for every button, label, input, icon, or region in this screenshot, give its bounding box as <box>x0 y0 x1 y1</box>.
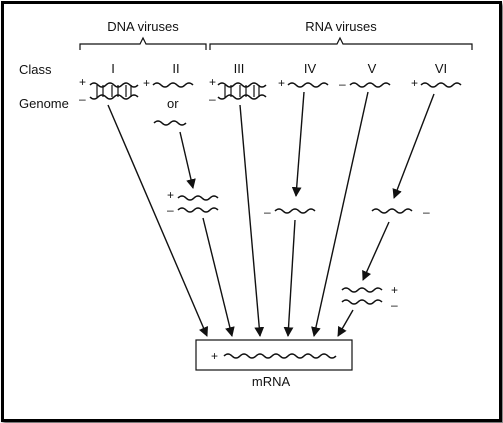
mrna-label: mRNA <box>252 374 291 389</box>
svg-text:–: – <box>79 92 86 106</box>
class-VI-plus-ssrna-genome: + <box>411 76 462 90</box>
svg-text:–: – <box>264 205 271 219</box>
arrow-class-IV-minus-to-mrna <box>283 219 296 337</box>
class-III-dsrna-genome: + – <box>209 75 267 106</box>
class-V-minus-ssrna-genome: – <box>339 77 391 91</box>
class-IV-label: IV <box>304 61 317 76</box>
class-row-label: Class <box>19 62 52 77</box>
genome-row-label: Genome <box>19 96 69 111</box>
class-III-label: III <box>234 61 245 76</box>
arrow-class-VI-ds-to-mrna <box>337 309 354 337</box>
class-I-label: I <box>111 61 115 76</box>
arrow-class-VI-to-minus <box>392 93 435 199</box>
svg-text:–: – <box>167 203 174 217</box>
class-II-ssdna-genome: + or <box>143 76 194 126</box>
class-II-label: II <box>172 61 179 76</box>
class-IV-minus-intermediate: – <box>264 205 316 219</box>
class-IV-plus-ssrna-genome: + <box>278 76 329 90</box>
pathway-arrows <box>107 91 435 337</box>
svg-text:–: – <box>339 77 346 91</box>
svg-text:+: + <box>211 349 218 363</box>
svg-text:–: – <box>423 205 430 219</box>
svg-text:+: + <box>411 76 418 90</box>
class-V-label: V <box>368 61 377 76</box>
svg-text:–: – <box>391 298 398 312</box>
svg-text:–: – <box>209 92 216 106</box>
class-VI-label: VI <box>435 61 447 76</box>
class-II-dsdna-intermediate: + – <box>167 188 219 217</box>
class-VI-dsdna-intermediate: + – <box>341 283 398 312</box>
svg-text:+: + <box>278 76 285 90</box>
svg-text:+: + <box>391 283 398 297</box>
dna-brace <box>79 36 207 50</box>
svg-text:+: + <box>167 188 174 202</box>
arrow-class-IV-to-minus <box>291 91 305 197</box>
or-label: or <box>167 96 179 111</box>
arrow-class-V <box>311 91 369 337</box>
arrow-class-VI-minus-to-ds <box>362 221 390 281</box>
class-I-dsdna-genome: + – <box>79 75 139 106</box>
arrow-class-II-ds-to-mrna <box>202 217 235 337</box>
class-VI-minus-intermediate: – <box>371 205 430 219</box>
arrow-class-III <box>239 104 265 337</box>
dna-viruses-label: DNA viruses <box>107 19 179 34</box>
svg-text:+: + <box>143 76 150 90</box>
arrow-class-I <box>107 104 209 337</box>
svg-text:+: + <box>209 75 216 89</box>
svg-text:+: + <box>79 75 86 89</box>
arrow-class-II-to-ds <box>179 131 196 189</box>
rna-viruses-label: RNA viruses <box>305 19 377 34</box>
rna-brace <box>209 36 473 50</box>
mrna-output: + mRNA <box>195 339 353 389</box>
